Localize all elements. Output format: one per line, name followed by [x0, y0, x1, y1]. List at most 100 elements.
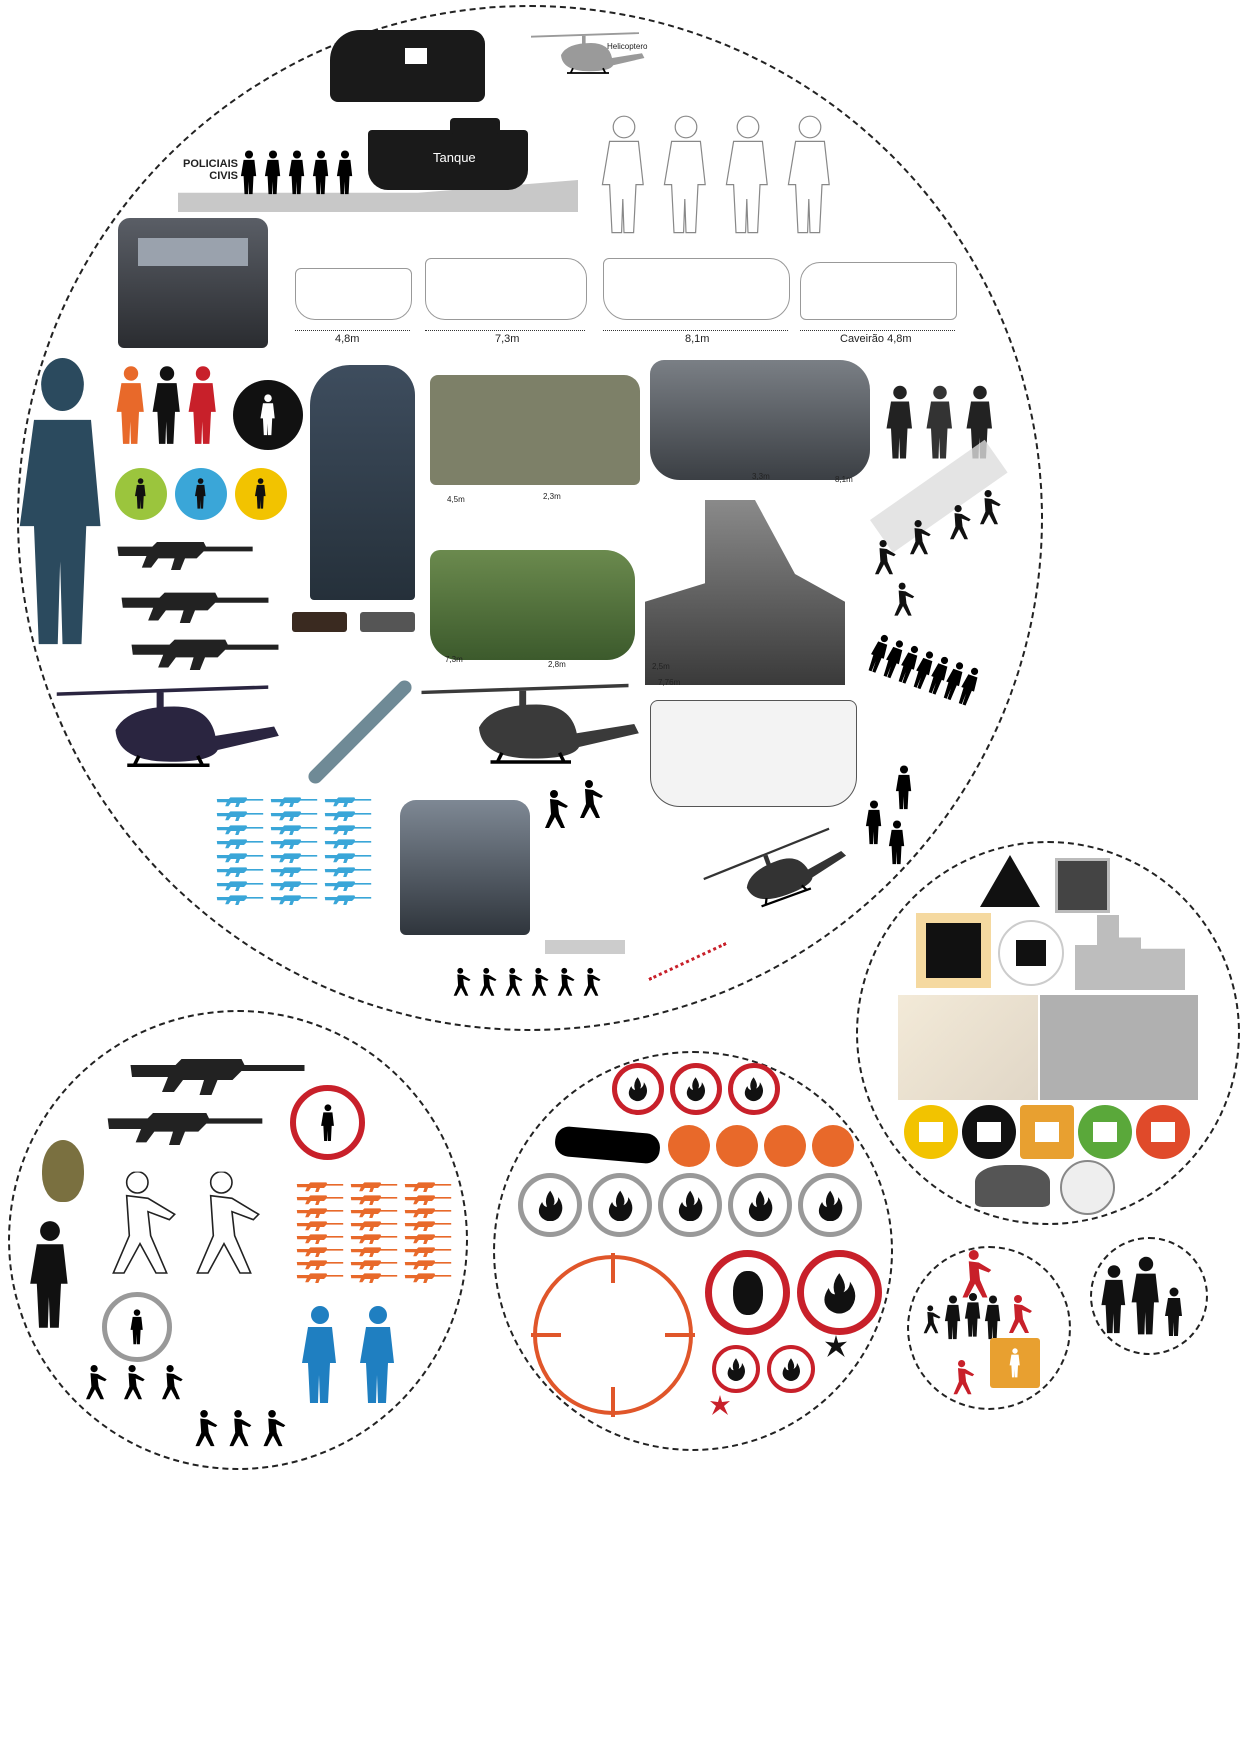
rifle-icon	[115, 535, 255, 570]
burning-motorcycle-sign	[797, 1250, 882, 1335]
person-icon	[888, 820, 906, 865]
police-squad	[240, 150, 354, 195]
photo-dim: 2,8m	[548, 660, 566, 669]
blue-gunman	[300, 1305, 340, 1405]
building-glyph	[926, 923, 981, 978]
photo-dim: 2,3m	[543, 492, 561, 501]
grenade-glyph	[732, 1270, 763, 1315]
photo-dim: 7,76m	[658, 678, 681, 687]
pistol-icon	[292, 612, 347, 632]
tree-circle-icon	[1060, 1160, 1115, 1215]
circle-residents	[1090, 1237, 1208, 1355]
person-circle-icon	[233, 380, 303, 450]
photo-dim: 2,5m	[652, 662, 670, 671]
rifle-icon	[115, 585, 275, 623]
photo-dim: 8,1m	[835, 475, 853, 484]
explosion-small-sign	[712, 1345, 760, 1393]
dimension-line	[603, 330, 788, 331]
police-helicopter	[45, 680, 280, 780]
gunman-prohibition-icon	[290, 1085, 365, 1160]
photo-dim: 7,3m	[445, 655, 463, 664]
runner-icon	[540, 790, 570, 830]
red-house-icon	[1136, 1105, 1190, 1159]
circle-violence-signs	[493, 1051, 893, 1451]
colored-house-icons	[904, 1105, 1190, 1159]
vehicle-drawing-4	[800, 262, 957, 320]
tank-label: Tanque	[433, 150, 476, 165]
yellow-person-badge	[235, 468, 287, 520]
vehicle-drawing-1	[295, 268, 412, 320]
bottom-squad	[450, 960, 602, 1005]
pistol-orange-icon	[668, 1125, 710, 1167]
circle-military-police	[17, 5, 1043, 1031]
knife-orange-icon	[716, 1125, 758, 1167]
tank-turret	[450, 118, 500, 134]
rifle-icon	[115, 632, 295, 670]
officer-aiming-photo	[310, 365, 415, 600]
runner-icon	[870, 540, 898, 576]
runner-icon	[890, 580, 916, 620]
runner-icon	[905, 520, 933, 556]
explosion-sign	[518, 1173, 582, 1237]
tank-soldiers-sketch	[650, 700, 857, 807]
flag-bearers	[545, 880, 625, 954]
person-icon	[895, 765, 913, 810]
civil-police-label: POLICIAIS CIVIS	[182, 158, 238, 182]
van-window	[405, 48, 427, 64]
running-gunmen	[190, 1410, 288, 1448]
tree-cluster-icon	[975, 1165, 1050, 1207]
police-officer-figure	[15, 355, 110, 650]
helicopter-icon	[525, 20, 645, 90]
vehicle-drawing-2	[425, 258, 587, 320]
soldier-drawings	[600, 105, 834, 245]
gunman-silhouette	[20, 1220, 80, 1330]
orange-house-icon	[1020, 1105, 1074, 1159]
wheeled-apc-photo	[430, 550, 635, 660]
blue-person-badge	[175, 468, 227, 520]
dimension-label: 4,8m	[335, 333, 360, 345]
green-person-badge	[115, 468, 167, 520]
runner-icon	[945, 505, 973, 541]
vehicle-drawing-3	[603, 258, 790, 320]
house-circle-icon	[998, 920, 1064, 986]
orange-crime-icons	[668, 1125, 854, 1167]
family-silhouette	[1100, 1255, 1184, 1337]
dimension-label: 8,1m	[685, 333, 710, 345]
photo-dim: 4,5m	[447, 495, 465, 504]
building-icon	[916, 913, 991, 988]
blue-gunman	[358, 1305, 398, 1405]
circle-armed-gangs	[8, 1010, 468, 1470]
truck-windshield	[138, 238, 248, 266]
escape-person-icon	[990, 1338, 1040, 1388]
water-tank-diagram	[1040, 995, 1198, 1100]
circle-housing	[856, 841, 1240, 1225]
military-helicopter	[410, 680, 640, 775]
helicopter-label: Helicoptero	[607, 42, 648, 51]
crouching-gunmen	[80, 1365, 186, 1401]
crosshair-v	[611, 1387, 615, 1417]
house-square-icon	[1055, 858, 1110, 913]
tank-silhouette: Tanque	[368, 130, 528, 190]
black-house-icon	[962, 1105, 1016, 1159]
favela-illustration	[898, 995, 1038, 1100]
dimension-label: 7,3m	[495, 333, 520, 345]
person-icon	[865, 800, 883, 845]
circle-victims	[907, 1246, 1071, 1410]
rifle-grid-blue	[215, 795, 375, 905]
green-house-icon	[1078, 1105, 1132, 1159]
crosshair-icon	[531, 1253, 695, 1417]
house-glyph	[1016, 940, 1046, 966]
burning-truck-small-sign	[767, 1345, 815, 1393]
burning-truck-sign	[588, 1173, 652, 1237]
burning-car-sign	[658, 1173, 722, 1237]
burning-bus-sign	[728, 1173, 792, 1237]
crosshair-v	[611, 1253, 615, 1283]
runner-icon	[575, 780, 605, 820]
pistol-icon	[360, 612, 415, 632]
yellow-house-icon	[904, 1105, 958, 1159]
runner-icon	[975, 490, 1003, 526]
burning-bus-sign	[612, 1063, 664, 1115]
assault-rifle-icon	[120, 1050, 315, 1095]
dimension-label: Caveirão 4,8m	[840, 333, 912, 345]
grenade-icon	[42, 1140, 84, 1202]
